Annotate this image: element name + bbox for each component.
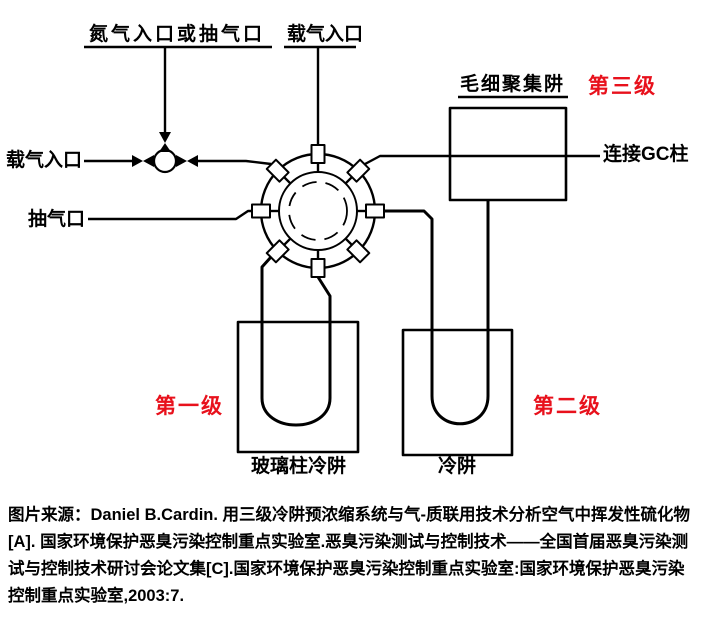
- rotary-valve-port: [265, 158, 290, 183]
- caption-line: [A]. 国家环境保护恶臭污染控制重点实验室.恶臭污染测试与控制技术——全国首届…: [8, 533, 689, 551]
- rotary-valve-port: [251, 203, 271, 219]
- rotary-valve-port: [310, 144, 326, 164]
- shutoff-valve: [132, 132, 198, 174]
- glass-trap-box: [236, 320, 360, 454]
- shutoff-valve-body: [152, 148, 178, 174]
- tubing-valve-to-rotary: [198, 159, 272, 166]
- rotary-valve-port: [346, 239, 371, 264]
- rotary-valve-port: [265, 239, 290, 264]
- glass-trap-tube: [260, 255, 332, 427]
- shutoff-valve-fittings: [132, 132, 198, 167]
- glass-column-trap-label: 玻璃柱冷阱: [251, 456, 347, 477]
- tubing-gc-column-line: [364, 154, 600, 166]
- cold-trap-tube: [384, 200, 490, 426]
- rotary-valve: [251, 144, 385, 278]
- rotary-valve-port: [365, 203, 385, 219]
- capillary-trap-label: 毛细聚集阱: [460, 74, 566, 95]
- rotary-valve-port: [310, 258, 326, 278]
- diagram-canvas: [84, 45, 600, 457]
- caption-line: 试与控制技术研讨会论文集[C].国家环境保护恶臭污染控制重点实验室:国家环境保护…: [8, 560, 685, 578]
- stage-two-label: 第二级: [533, 395, 602, 418]
- rotary-valve-port: [346, 158, 371, 183]
- carrier-inlet-top-label: 载气入口: [287, 24, 364, 45]
- rotary-valve-rotor-channels: [288, 181, 348, 241]
- gc-column-label: 连接GC柱: [603, 144, 689, 165]
- caption-line: 图片来源：Daniel B.Cardin. 用三级冷阱预浓缩系统与气-质联用技术…: [8, 506, 691, 524]
- vacuum-port-label: 抽气口: [28, 209, 86, 230]
- nitrogen-inlet-label: 氮气入口或抽气口: [89, 24, 266, 45]
- caption: 图片来源：Daniel B.Cardin. 用三级冷阱预浓缩系统与气-质联用技术…: [8, 502, 720, 610]
- carrier-inlet-left-label: 载气入口: [6, 150, 83, 171]
- cold-trap-label: 冷阱: [438, 456, 477, 477]
- rotary-valve-ports: [251, 144, 385, 278]
- stage-one-label: 第一级: [155, 395, 224, 418]
- tubing-vacuum-line: [88, 209, 252, 221]
- stage-three-label: 第三级: [588, 75, 657, 98]
- capillary-trap-box: [448, 106, 568, 202]
- cold-trap-box: [401, 328, 514, 457]
- caption-line: 控制重点实验室,2003:7.: [8, 587, 185, 605]
